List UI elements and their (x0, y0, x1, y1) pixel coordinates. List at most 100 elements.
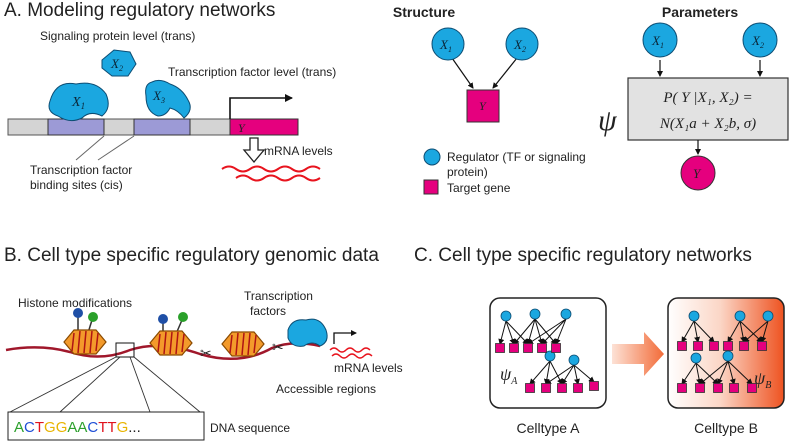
regulator-node (560, 308, 572, 320)
signaling-label: Signaling protein level (trans) (40, 29, 195, 43)
dna-sequence-box (7, 411, 205, 441)
target-node (509, 343, 519, 353)
svg-text:X1: X1 (71, 95, 85, 111)
protein-x1: X1 (48, 82, 109, 122)
zoom-line-2 (59, 356, 121, 413)
target-node (557, 383, 567, 393)
network-edge (505, 320, 529, 345)
network-edge (549, 360, 563, 385)
target-node (747, 383, 757, 393)
regulator-node (529, 308, 541, 320)
target-node (713, 383, 723, 393)
dna-letter: G (44, 419, 56, 436)
panel-c: C. Cell type specific regulatory network… (414, 245, 785, 436)
network-edge (760, 320, 769, 343)
legend-regulator-line-1: Regulator (TF or signaling (447, 150, 586, 164)
structure-panel: Structure X1 X2 Y (393, 4, 539, 123)
transition-arrow (612, 332, 664, 376)
tf-blob (287, 318, 328, 347)
dna-letter: A (67, 419, 77, 436)
network-edge (699, 360, 729, 385)
network-edge (561, 364, 575, 385)
dna-letter: G (117, 419, 129, 436)
svg-text:Y: Y (479, 99, 487, 113)
network-edge (505, 320, 516, 345)
parameters-panel: Parameters X1 X2 ψ P( Y |X₁, X₂) = N(X₁a… (598, 4, 789, 191)
network-edge (545, 364, 575, 385)
network-edge (693, 320, 701, 343)
target-gene-label: Y (238, 121, 246, 135)
dna-letter: A (77, 419, 87, 436)
panel-b: B. Cell type specific regulatory genomic… (4, 245, 403, 441)
network-edge (681, 320, 695, 343)
structure-node-x2: X2 (505, 27, 539, 61)
formula-box (627, 77, 789, 141)
regulator-node (722, 350, 734, 362)
network-edge (555, 318, 567, 345)
target-node (739, 341, 749, 351)
target-node (693, 341, 703, 351)
dna-letter: C (24, 419, 35, 436)
legend-regulator-line-2: protein) (447, 165, 488, 179)
network-edge (717, 360, 729, 385)
panel-a-title: A. Modeling regulatory networks (4, 0, 275, 21)
network-edge (541, 318, 567, 345)
psi-b: ψB (754, 368, 771, 391)
dna-letter: T (35, 419, 44, 436)
parameters-title: Parameters (662, 4, 738, 20)
celltype-a-label: Celltype A (516, 420, 580, 436)
target-node (551, 343, 561, 353)
network-a (495, 308, 599, 393)
mrna-wave-b-2 (331, 353, 373, 359)
param-node-y: Y (680, 155, 716, 191)
target-node (677, 341, 687, 351)
network-b (677, 310, 774, 393)
target-node (695, 383, 705, 393)
panel-c-title: C. Cell type specific regulatory network… (414, 245, 752, 266)
zoom-line-3 (129, 356, 151, 413)
structure-node-y: Y (466, 89, 500, 123)
promoter-arrow (229, 94, 293, 119)
svg-text:Y: Y (693, 166, 702, 181)
network-edge (727, 360, 736, 385)
network-edge (513, 318, 536, 345)
network-edge (534, 318, 557, 345)
network-edge (681, 362, 697, 385)
param-node-x1: X1 (642, 22, 678, 58)
panel-a: A. Modeling regulatory networks Signalin… (4, 0, 336, 192)
binding-label-line-1: Transcription factor (30, 163, 132, 177)
scissors-icon-2: ✂ (272, 339, 284, 355)
tf-label-line-1: Transcription (244, 289, 313, 303)
network-edge (727, 320, 741, 343)
binding-site-1 (47, 118, 105, 136)
psi-symbol: ψ (598, 104, 618, 137)
target-node (709, 341, 719, 351)
celltype-b-label: Celltype B (694, 420, 758, 436)
panel-b-title: B. Cell type specific regulatory genomic… (4, 245, 379, 266)
nucleosome-3 (221, 331, 265, 357)
mrna-label-b: mRNA levels (334, 361, 403, 375)
zoom-line-1 (9, 356, 117, 413)
histone-label: Histone modifications (18, 296, 132, 310)
promoter-arrow-b (333, 330, 357, 344)
regulator-node (734, 310, 746, 322)
network-edge (743, 320, 769, 343)
psi-a: ψA (500, 364, 518, 387)
dna-letter: G (56, 419, 68, 436)
mrna-wave-b-1 (329, 347, 371, 353)
dna-letter: T (107, 419, 116, 436)
target-node (729, 383, 739, 393)
protein-x3: X3 (145, 79, 191, 119)
dna-sequence-label: DNA sequence (210, 421, 290, 435)
mrna-wave-1 (221, 165, 321, 173)
regulator-node (568, 354, 580, 366)
target-node (541, 383, 551, 393)
target-node (573, 383, 583, 393)
legend-regulator-icon (423, 148, 441, 166)
regulator-node (688, 310, 700, 322)
tf-label-line-2: factors (250, 304, 286, 318)
target-node (677, 383, 687, 393)
regulator-node (690, 352, 702, 364)
network-edge (498, 320, 507, 345)
structure-edge-2 (492, 57, 518, 89)
